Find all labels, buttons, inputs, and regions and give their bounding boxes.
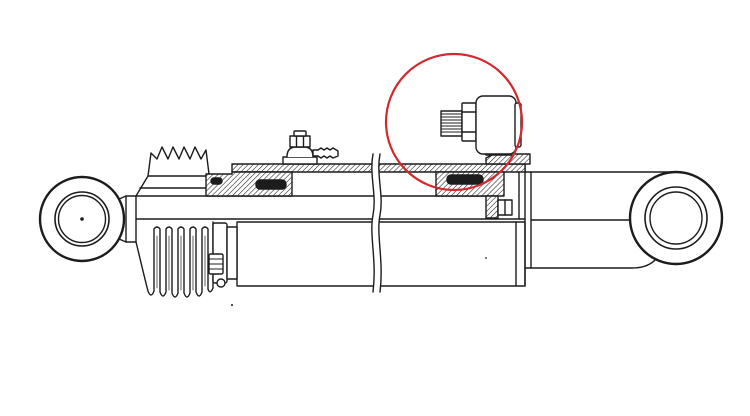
fitting-hex-facets xyxy=(295,135,305,148)
clamp-screw-slots xyxy=(208,258,224,270)
hose-clamp xyxy=(208,222,238,288)
break-line-left xyxy=(371,153,375,293)
sensor-lock-nut xyxy=(461,102,477,142)
clamp-screw-head xyxy=(216,278,226,288)
piston-section xyxy=(435,171,520,220)
rod-end-neck xyxy=(109,195,137,243)
length-break xyxy=(371,153,382,293)
left-rod-eye xyxy=(38,175,126,263)
gland-rod-seal xyxy=(255,179,287,190)
sensor-nut-facets xyxy=(461,111,477,133)
gland-body xyxy=(205,171,293,197)
fitting-hex-nut xyxy=(289,135,311,148)
gland-section xyxy=(205,171,293,197)
gland-nut xyxy=(226,226,238,280)
sensor-threads xyxy=(440,113,463,133)
left-eye-center-mark xyxy=(80,217,84,221)
sensor-housing xyxy=(475,95,517,155)
gland-wiper-seal xyxy=(210,177,223,185)
hose-fitting xyxy=(282,130,339,165)
fitting-cap xyxy=(293,130,307,137)
right-eye-outer xyxy=(628,170,724,266)
end-cap-bottom-edge xyxy=(524,258,657,269)
print-dot xyxy=(231,304,233,306)
piston-seal xyxy=(446,174,484,185)
rod-end-neck-outline xyxy=(109,195,137,243)
right-eye-bushing xyxy=(649,191,703,245)
bellows-top-section xyxy=(135,146,210,197)
piston-nut xyxy=(485,195,499,219)
bellows-boot xyxy=(135,146,214,298)
piston-rod xyxy=(135,195,526,220)
bellows-fold-shading xyxy=(156,235,206,291)
cylinder-end-cap xyxy=(524,171,677,269)
right-clevis-eye xyxy=(628,170,724,266)
line-drawing xyxy=(38,95,724,306)
fitting-base xyxy=(282,156,318,165)
fitting-banjo-body xyxy=(286,146,314,158)
left-eye-bore xyxy=(54,191,110,247)
break-line-right xyxy=(378,153,382,293)
right-eye-bore xyxy=(644,186,708,250)
position-sensor xyxy=(440,95,531,165)
bellows-bottom-folds xyxy=(135,221,214,298)
fitting-hose-barb xyxy=(312,147,339,159)
print-dot xyxy=(485,257,487,259)
left-eye-bushing xyxy=(57,194,107,244)
highlight-circle xyxy=(384,52,524,192)
